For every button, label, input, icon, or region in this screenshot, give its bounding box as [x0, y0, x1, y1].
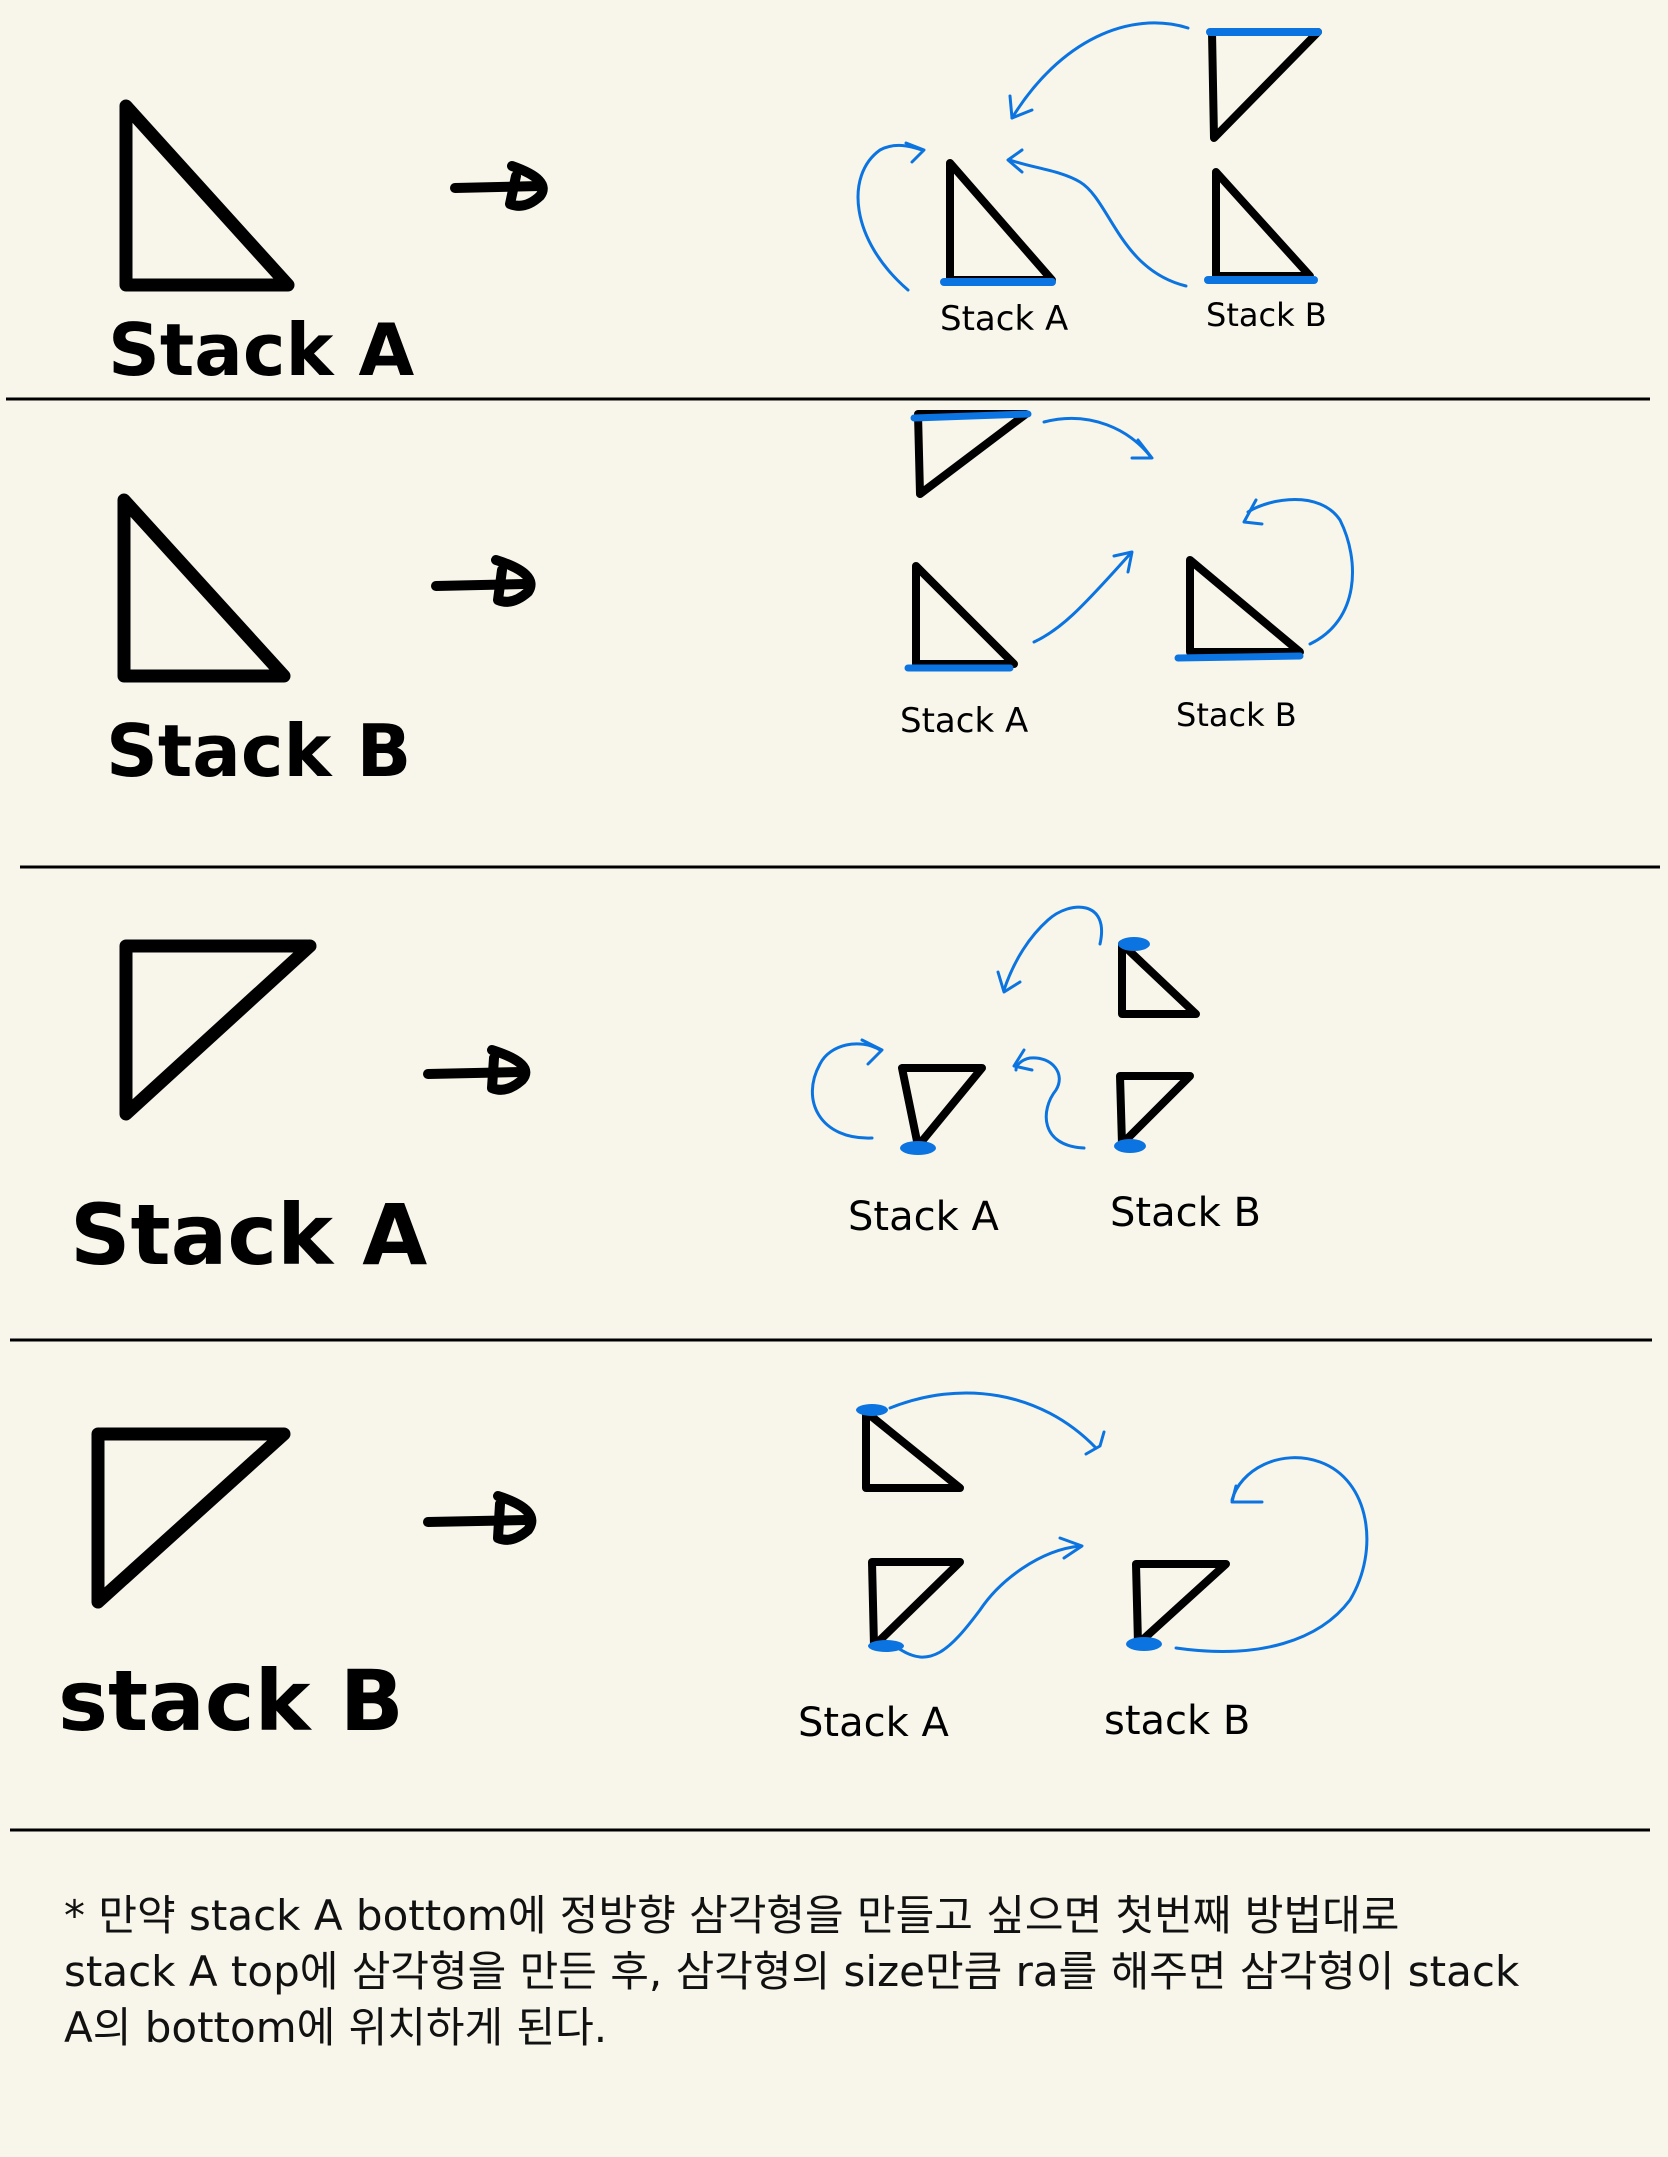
panel-2: Stack B Stack A Stack B — [106, 410, 1354, 793]
highlight-bottom — [1114, 1139, 1146, 1153]
note-line: A의 bottom에 위치하게 된다. — [64, 2003, 608, 2052]
arrowhead-icon — [1130, 438, 1154, 460]
panel-4: stack B Stack A stack B — [58, 1391, 1369, 1750]
highlight-bottom — [900, 1141, 936, 1155]
small-stack-a-label: Stack A — [848, 1194, 999, 1240]
arrow-right-icon — [423, 1045, 531, 1095]
small-triangle-b — [1116, 1072, 1194, 1148]
panel-3: Stack A Stack A Stack B — [70, 905, 1261, 1284]
arrowhead-icon — [1006, 148, 1024, 174]
small-stack-a-label: Stack A — [798, 1700, 949, 1746]
arrow-right-icon — [423, 1491, 537, 1545]
big-stack-label: stack B — [58, 1652, 404, 1750]
explanation-note: * 만약 stack A bottom에 정방향 삼각형을 만들고 싶으면 첫번… — [64, 1888, 1624, 2056]
panel-1: Stack A Stack A Stack B — [108, 21, 1327, 392]
arrowhead-icon — [904, 141, 926, 164]
curved-arrow — [1246, 498, 1354, 646]
big-stack-label: Stack B — [106, 709, 411, 793]
small-triangle-b — [1186, 556, 1304, 656]
arrowhead-icon — [860, 1038, 884, 1066]
curved-arrow — [1002, 905, 1104, 992]
arrowhead-icon — [996, 970, 1022, 994]
curved-arrow — [810, 1042, 882, 1140]
small-triangle-a — [898, 1064, 986, 1150]
big-triangle — [119, 99, 295, 292]
highlight-bottom — [1126, 1637, 1162, 1651]
small-stack-a-label: Stack A — [900, 701, 1028, 741]
big-stack-label: Stack A — [70, 1186, 427, 1284]
curved-arrow — [1014, 1056, 1086, 1150]
arrowhead-icon — [1058, 1536, 1084, 1560]
arrowhead-icon — [1112, 550, 1134, 574]
big-triangle — [119, 939, 317, 1121]
note-line: * 만약 stack A bottom에 정방향 삼각형을 만들고 싶으면 첫번… — [64, 1891, 1400, 1940]
small-stack-b-label: stack B — [1104, 1698, 1250, 1744]
big-triangle — [117, 493, 291, 683]
curved-arrow — [896, 1544, 1082, 1659]
small-triangle-a — [912, 562, 1018, 668]
highlight-top — [910, 410, 1032, 422]
highlight-bottom — [1174, 652, 1304, 662]
arrow-right-icon — [431, 555, 536, 607]
small-triangle-top — [1118, 940, 1200, 1018]
arrowhead-icon — [1008, 94, 1034, 120]
big-triangle — [91, 1427, 291, 1609]
curved-arrow — [1008, 158, 1188, 288]
small-stack-a-label: Stack A — [940, 299, 1068, 339]
arrowhead-icon — [1084, 1430, 1106, 1456]
highlight-top — [1118, 937, 1150, 951]
curved-arrow — [1010, 21, 1190, 120]
curved-arrow — [856, 143, 924, 292]
arrowhead-icon — [1012, 1048, 1034, 1072]
curved-arrow — [1032, 552, 1132, 644]
small-triangle-a — [868, 1558, 964, 1650]
curved-arrow — [888, 1391, 1098, 1450]
small-triangle-b — [1132, 1560, 1230, 1648]
small-stack-b-label: Stack B — [1176, 696, 1297, 734]
big-stack-label: Stack A — [108, 308, 414, 392]
arrowhead-icon — [1242, 498, 1264, 526]
curved-arrow — [1174, 1456, 1369, 1653]
highlight-bottom — [868, 1640, 904, 1652]
small-triangle-top — [862, 1408, 964, 1492]
small-stack-b-label: Stack B — [1206, 296, 1327, 334]
arrowhead-icon — [1230, 1484, 1264, 1504]
small-stack-b-label: Stack B — [1110, 1190, 1261, 1236]
note-line: stack A top에 삼각형을 만든 후, 삼각형의 size만큼 ra를 … — [64, 1947, 1520, 1996]
arrow-right-icon — [450, 161, 548, 211]
highlight-top — [856, 1404, 888, 1416]
